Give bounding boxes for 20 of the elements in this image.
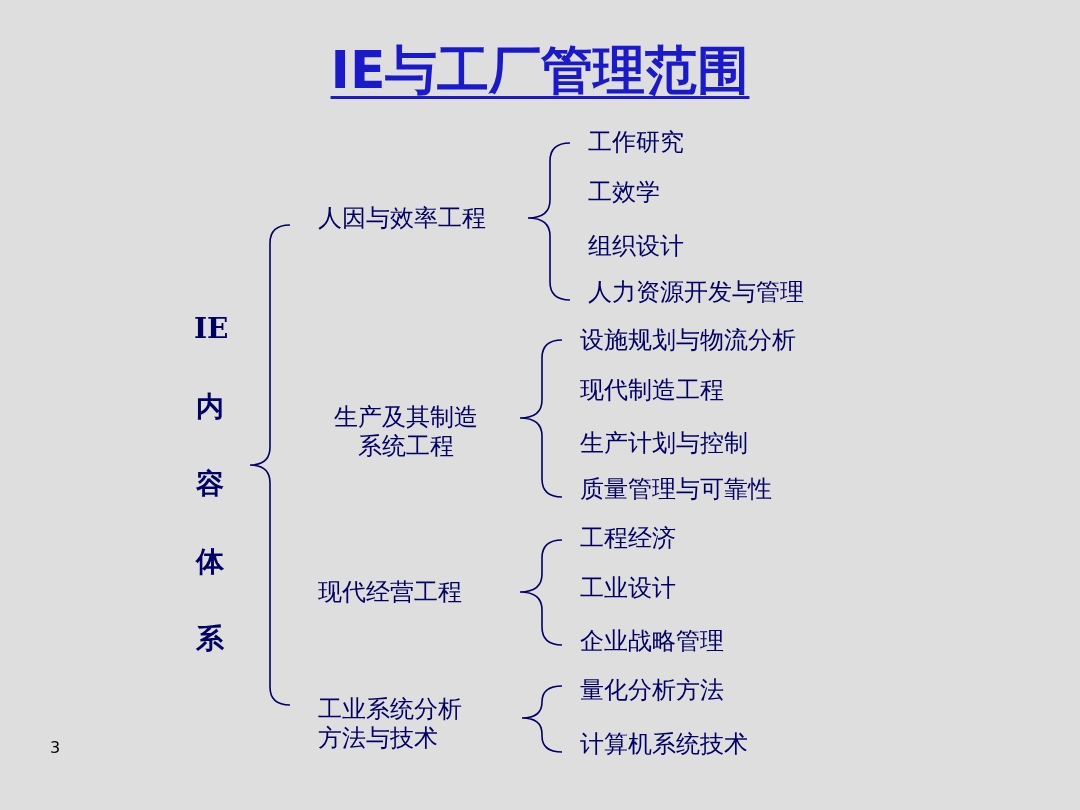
item-label: 工效学 [588, 177, 660, 207]
item-label: 工作研究 [588, 127, 684, 157]
item-label: 现代制造工程 [580, 375, 724, 405]
vertical-label: IE内容体系 [194, 311, 226, 657]
item-label: 生产计划与控制 [580, 428, 748, 458]
item-label: 现代经营工程 [318, 577, 462, 607]
item-label: 设施规划与物流分析 [580, 325, 796, 355]
item-label: 计算机系统技术 [580, 729, 748, 759]
item-label: 工业设计 [580, 573, 676, 603]
item-label: 工程经济 [580, 523, 676, 553]
item-label: 企业战略管理 [580, 626, 724, 656]
item-label: 生产及其制造系统工程 [333, 403, 479, 461]
page-number: 3 [50, 737, 61, 759]
item-label: 量化分析方法 [580, 675, 724, 705]
item-label: 工业系统分析方法与技术 [318, 695, 463, 753]
item-label: 人力资源开发与管理 [588, 277, 804, 307]
title: IE与工厂管理范围 [330, 40, 750, 100]
item-label: 质量管理与可靠性 [580, 474, 772, 504]
item-label: 组织设计 [588, 231, 684, 261]
item-label: 人因与效率工程 [318, 203, 486, 233]
